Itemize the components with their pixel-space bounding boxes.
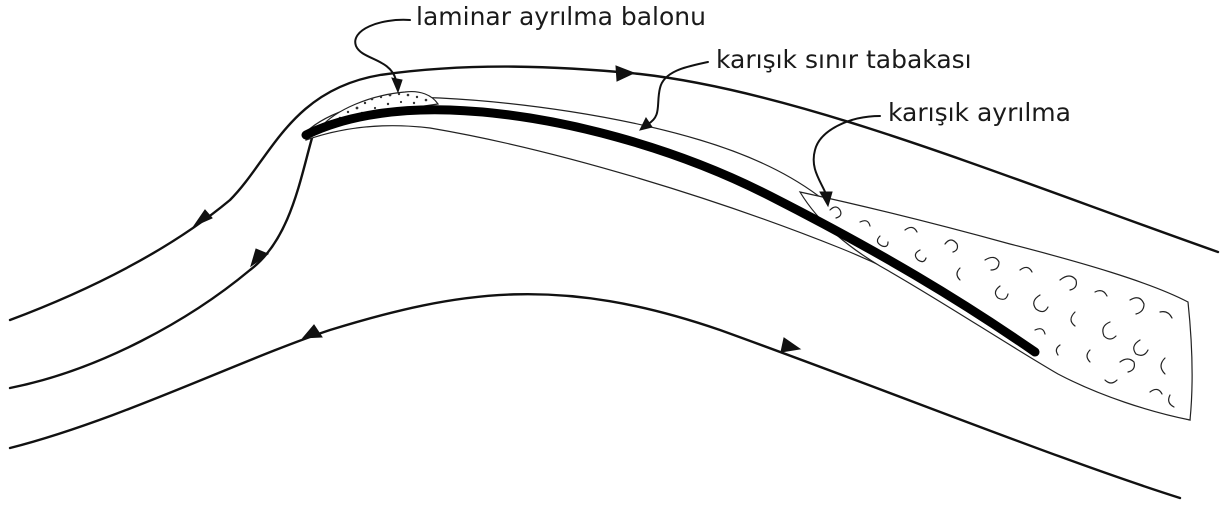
label-mixed-boundary-layer: karışık sınır tabakası [716, 47, 972, 72]
streamline-middle [10, 138, 312, 388]
arrow-lower-1 [303, 325, 322, 338]
label-laminar-bubble: laminar ayrılma balonu [416, 4, 706, 29]
leader-laminar-arrowhead [392, 78, 402, 92]
arrow-upper-1 [194, 210, 212, 226]
leader-laminar [355, 20, 410, 80]
arrow-upper-2 [616, 66, 634, 81]
leader-mixed-bl [648, 62, 708, 124]
label-mixed-separation: karışık ayrılma [888, 100, 1071, 125]
arrow-lower-2 [781, 338, 800, 352]
separation-wake [800, 192, 1192, 420]
